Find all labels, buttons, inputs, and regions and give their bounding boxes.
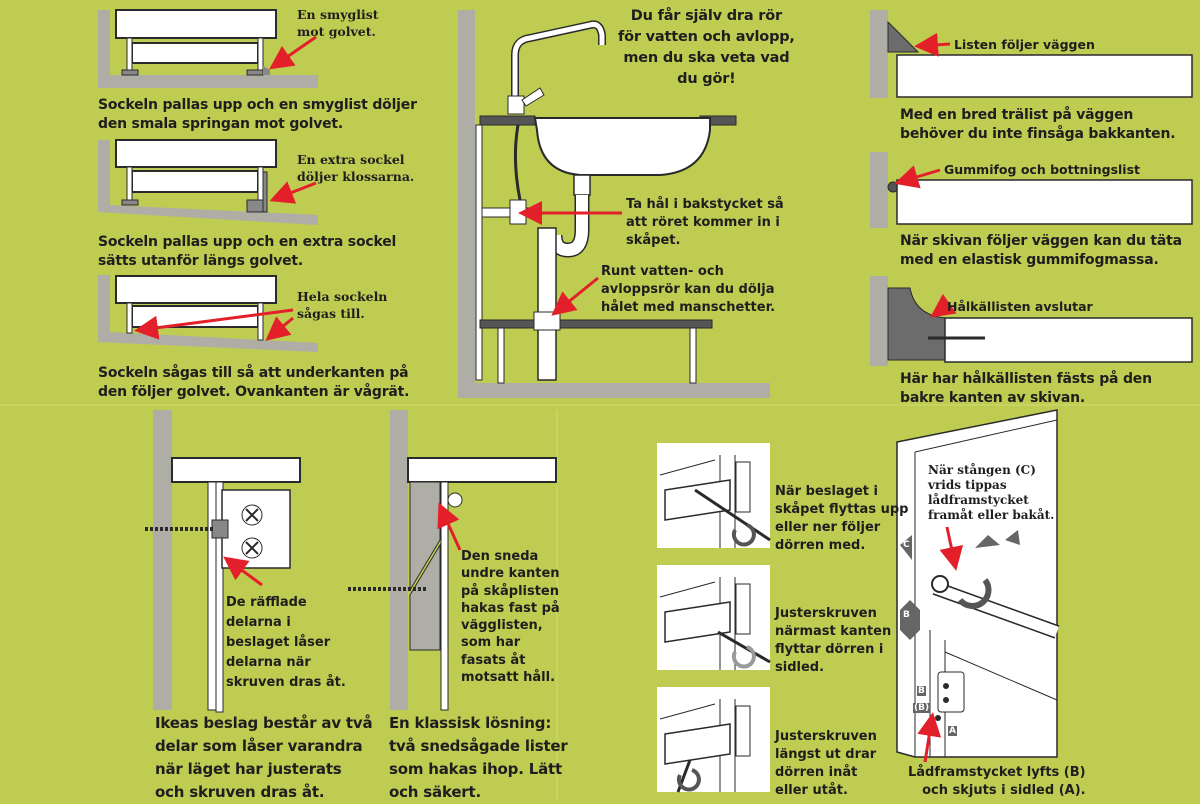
marker-b-arrow: B: [903, 610, 910, 620]
plinth-panel-1: [98, 9, 318, 88]
plinth-3-caption: Sockeln sågas till så att underkanten på…: [98, 365, 410, 400]
worktop-panel-3: [870, 276, 1193, 366]
worktop-1-label: Listen följer väggen: [954, 37, 1095, 52]
sink-cabinet: [458, 10, 770, 398]
cleat-mount: [348, 410, 557, 711]
hinge-illustrations: [657, 443, 771, 793]
plinth-1-caption: Sockeln pallas upp och en smyglist dölje…: [98, 97, 417, 132]
marker-a: A: [948, 726, 957, 736]
plinth-panel-3: [98, 275, 318, 352]
marker-b2: (B): [913, 703, 931, 713]
worktop-3-label: Hålkällisten avslutar: [947, 299, 1093, 314]
worktop-panel-2: [870, 152, 1193, 228]
drawer-illustration: [896, 409, 1060, 763]
plinth-panel-2: [98, 139, 318, 225]
worktop-2-label: Gummifog och bottningslist: [944, 162, 1141, 177]
ikea-bracket: [145, 410, 301, 713]
worktop-panel-1: [870, 10, 1193, 98]
cleat-caption: En klassisk lösning:två snedsågade liste…: [389, 714, 568, 801]
marker-b: B: [917, 686, 926, 696]
drawer-caption: Lådframstycket lyfts (B)och skjuts i sid…: [908, 765, 1086, 798]
marker-c: C: [903, 540, 910, 550]
